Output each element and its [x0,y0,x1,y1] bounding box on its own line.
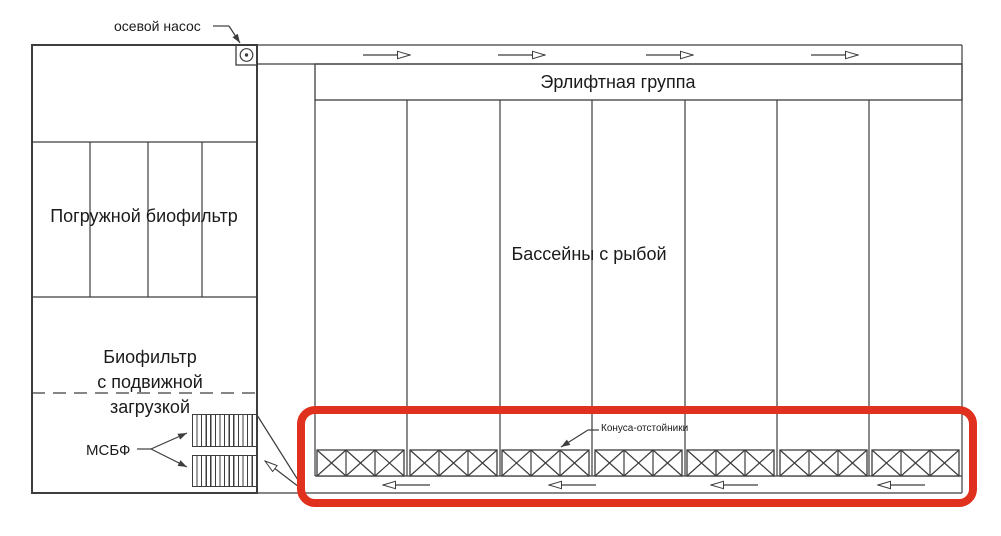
msbf-unit-top [192,414,257,447]
msbf-leader [137,432,188,468]
submerged-biofilter-label: Погружной биофильтр [50,206,238,226]
moving-bed-biofilter-label: Биофильтр с подвижной загрузкой [97,345,203,420]
moving-bed-line-2: с подвижной [97,372,203,392]
cone-settler-strips [316,449,960,477]
msbf-label: МСБФ [86,442,131,459]
msbf-unit-bottom [192,455,257,487]
moving-bed-line-1: Биофильтр [103,347,197,367]
left-tank-outline [31,44,258,494]
cone-settlers-label: Конуса-отстойники [601,423,689,434]
msbf-inlet-lines [256,414,304,489]
cone-settlers-leader [560,429,599,448]
airlift-group-label: Эрлифтная группа [540,72,696,92]
moving-bed-line-3: загрузкой [109,397,191,417]
axial-pump-label: осевой насос [114,18,201,34]
axial-pump-leader [213,25,241,44]
axial-pump-symbol [235,44,258,66]
fish-pools-label: Бассейны с рыбой [511,244,667,264]
highlight-box [297,406,977,507]
